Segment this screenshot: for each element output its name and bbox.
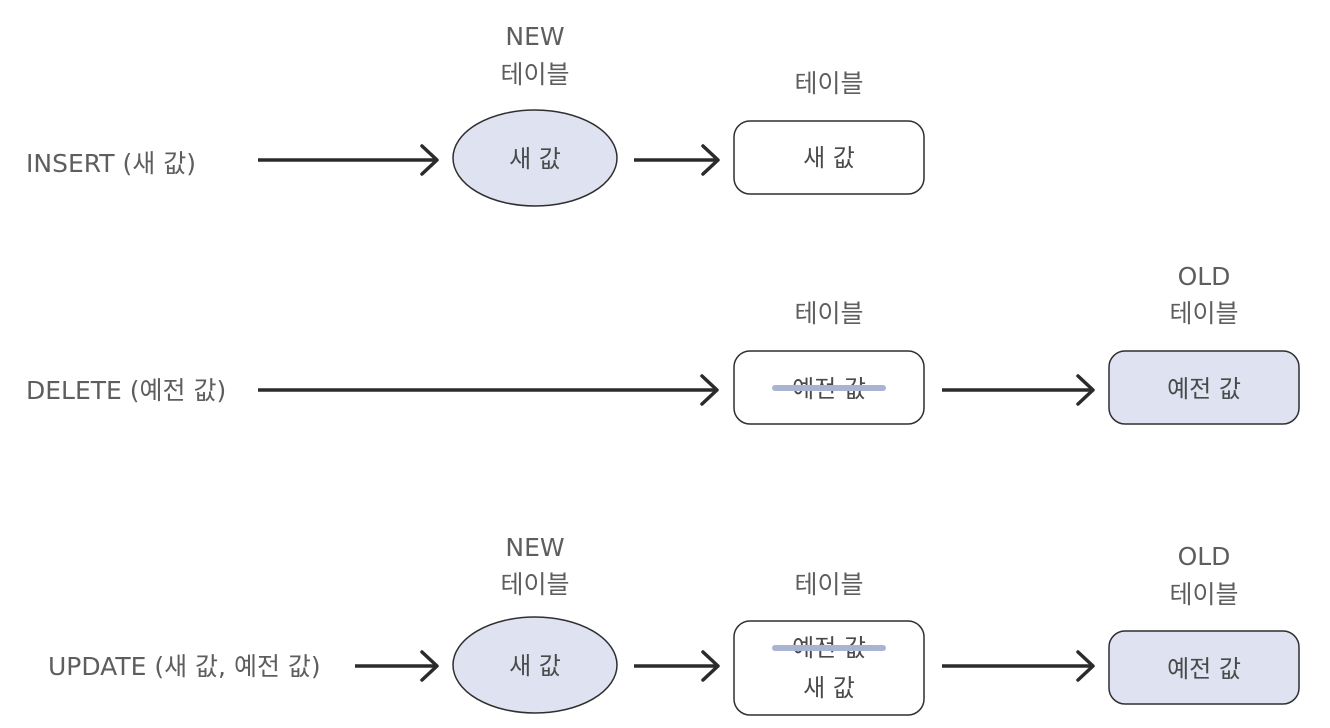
update-new-table-value: 새 값	[509, 652, 561, 680]
update-old-table-value: 예전 값	[1167, 655, 1241, 683]
update-new-title-line1: NEW	[505, 533, 564, 562]
insert-new-table-value: 새 값	[509, 145, 561, 173]
update-table-value: 새 값	[803, 674, 855, 702]
update-table-box	[733, 620, 925, 716]
update-label: UPDATE (새 값, 예전 값)	[48, 652, 321, 681]
insert-table-title: 테이블	[794, 69, 863, 98]
insert-row: INSERT (새 값) NEW 테이블 새 값 테이블 새 값	[26, 22, 925, 207]
insert-table-value: 새 값	[803, 144, 855, 172]
update-row: UPDATE (새 값, 예전 값) NEW 테이블 새 값 테이블 예전 값 …	[48, 533, 1300, 716]
delete-row: DELETE (예전 값) 테이블 예전 값 OLD 테이블 예전 값	[26, 262, 1300, 425]
insert-new-title-line1: NEW	[505, 22, 564, 51]
update-arrow-1	[355, 650, 439, 682]
delete-label: DELETE (예전 값)	[26, 376, 226, 405]
update-old-title-line1: OLD	[1178, 542, 1231, 571]
delete-old-title-line2: 테이블	[1169, 299, 1238, 328]
delete-arrow-1	[258, 374, 719, 406]
insert-label: INSERT (새 값)	[26, 149, 196, 178]
delete-old-title-line1: OLD	[1178, 262, 1231, 291]
delete-arrow-2	[942, 374, 1095, 406]
update-new-title-line2: 테이블	[500, 570, 569, 599]
update-old-title-line2: 테이블	[1169, 580, 1238, 609]
insert-table-box	[733, 120, 925, 195]
insert-new-table-ellipse	[452, 109, 618, 207]
insert-arrow-2	[634, 144, 720, 176]
insert-arrow-1	[258, 144, 439, 176]
update-arrow-2	[634, 650, 720, 682]
delete-table-title: 테이블	[794, 299, 863, 328]
delete-old-table-value: 예전 값	[1167, 375, 1241, 403]
update-table-title: 테이블	[794, 570, 863, 599]
insert-new-title-line2: 테이블	[500, 60, 569, 89]
update-new-table-ellipse	[452, 616, 618, 714]
update-arrow-3	[942, 650, 1095, 682]
delete-old-table-box	[1108, 350, 1300, 425]
update-old-table-box	[1108, 630, 1300, 705]
